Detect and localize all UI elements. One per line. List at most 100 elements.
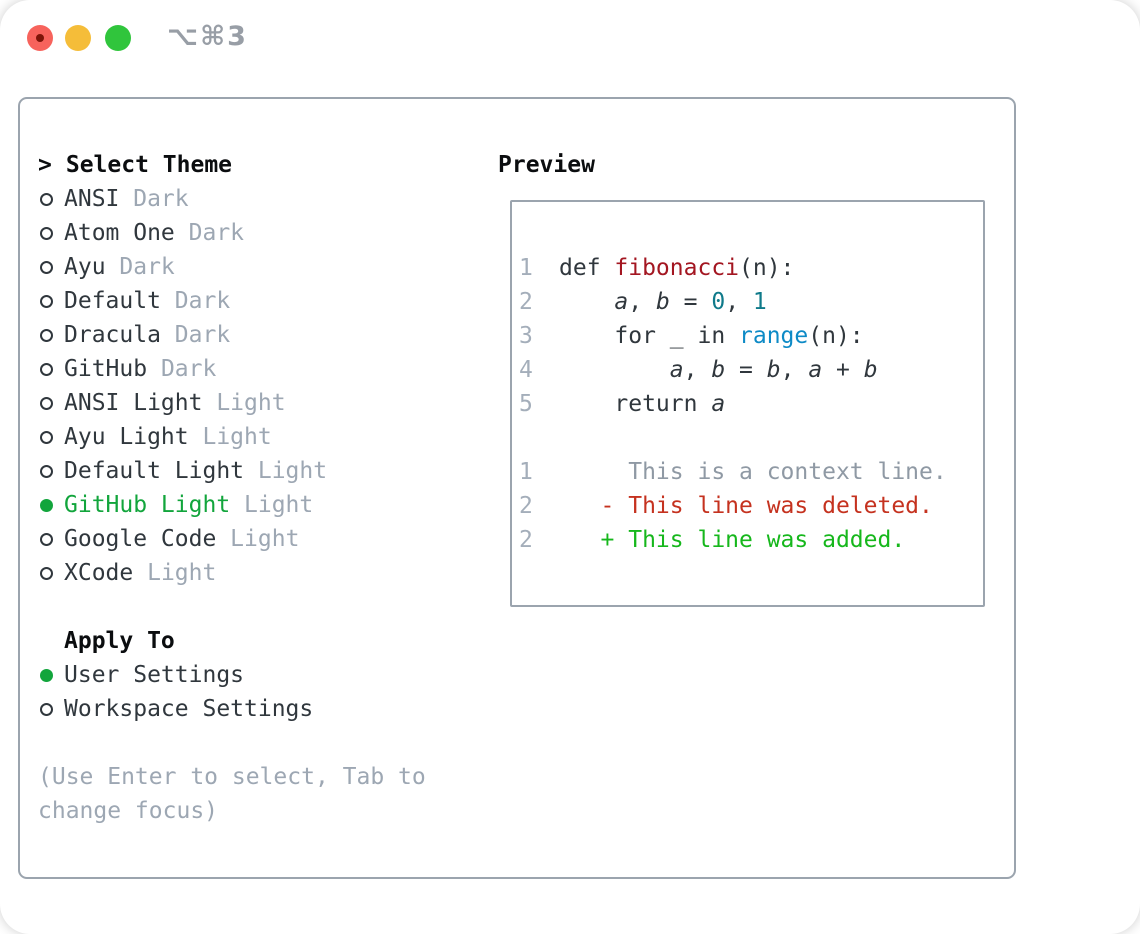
theme-variant: Light: [216, 526, 300, 552]
theme-name: Google Code: [64, 526, 217, 552]
token-text: =: [669, 289, 712, 315]
theme-option[interactable]: ANSI Dark: [38, 182, 478, 216]
apply-to-option[interactable]: User Settings: [38, 658, 478, 692]
radio-icon: [38, 226, 62, 240]
radio-icon: [38, 192, 62, 206]
theme-name: GitHub Light: [64, 492, 231, 518]
theme-variant: Dark: [147, 356, 217, 382]
help-text: (Use Enter to select, Tab to change focu…: [38, 760, 478, 828]
window-title: ⌥⌘3: [167, 21, 248, 52]
apply-to-label: Workspace Settings: [64, 696, 314, 722]
theme-option[interactable]: Default Dark: [38, 284, 478, 318]
theme-name: Default Light: [64, 458, 245, 484]
help-text-line2: change focus): [38, 798, 219, 824]
theme-variant: Dark: [119, 186, 189, 212]
radio-icon: [38, 396, 62, 410]
diff-text: This is a context line.: [559, 459, 947, 485]
diff-text: - This line was deleted.: [559, 493, 933, 519]
code-line: 3 for _ in range(n):: [519, 319, 983, 353]
theme-variant: Light: [202, 390, 286, 416]
radio-icon: [38, 566, 62, 580]
line-number: 2: [519, 527, 533, 553]
token-text: (n):: [808, 323, 864, 349]
select-theme-heading-label: Select Theme: [65, 152, 233, 178]
theme-option[interactable]: XCode Light: [38, 556, 478, 590]
diff-line-deleted: 2 - This line was deleted.: [519, 489, 983, 523]
token-var: b: [655, 289, 670, 315]
theme-variant: Dark: [160, 322, 231, 348]
theme-option[interactable]: Ayu Light Light: [38, 420, 478, 454]
theme-option[interactable]: ANSI Light Light: [38, 386, 478, 420]
theme-name: ANSI Light: [64, 390, 203, 416]
line-number: 2: [519, 493, 533, 519]
theme-name: Dracula: [64, 322, 161, 348]
theme-option[interactable]: Ayu Dark: [38, 250, 478, 284]
blank-line: [519, 421, 983, 455]
theme-option[interactable]: Google Code Light: [38, 522, 478, 556]
code-text: return a: [559, 391, 725, 417]
help-text-line1: (Use Enter to select, Tab to: [38, 764, 426, 790]
theme-option[interactable]: GitHub Light Light: [38, 488, 478, 522]
token-text: [559, 289, 614, 315]
title-bar: ⌥⌘3: [0, 0, 1140, 76]
token-num: 1: [752, 289, 767, 315]
preview-heading: Preview: [498, 152, 595, 178]
theme-variant: Light: [133, 560, 217, 586]
token-var: b: [766, 357, 781, 383]
diff-text: + This line was added.: [559, 527, 906, 553]
theme-option[interactable]: Default Light Light: [38, 454, 478, 488]
token-text: def: [559, 255, 615, 281]
token-num: 0: [711, 289, 726, 315]
code-line: 2 a, b = 0, 1: [519, 285, 983, 319]
theme-name: Ayu: [64, 254, 106, 280]
close-button[interactable]: [27, 25, 53, 51]
code-text: a, b = 0, 1: [559, 289, 767, 315]
theme-name: ANSI: [64, 186, 120, 212]
code-line: 1 def fibonacci(n):: [519, 251, 983, 285]
theme-option[interactable]: Atom One Dark: [38, 216, 478, 250]
theme-option[interactable]: GitHub Dark: [38, 352, 478, 386]
theme-option[interactable]: Dracula Dark: [38, 318, 478, 352]
select-theme-heading: >Select Theme: [38, 148, 478, 182]
code-text: a, b = b, a + b: [559, 357, 878, 383]
minimize-button[interactable]: [65, 25, 91, 51]
token-text: ,: [628, 289, 656, 315]
line-number: 3: [519, 323, 533, 349]
token-text: for _ in: [559, 323, 740, 349]
line-number: 2: [519, 289, 533, 315]
token-var: a: [808, 357, 823, 383]
code-line: 5 return a: [519, 387, 983, 421]
token-text: ,: [725, 289, 753, 315]
token-text: ,: [780, 357, 809, 383]
token-text: ,: [683, 357, 712, 383]
token-builtin: range: [739, 323, 809, 349]
apply-to-heading: Apply To: [64, 628, 175, 654]
line-number: 1: [519, 255, 533, 281]
theme-variant: Light: [244, 458, 328, 484]
theme-name: Default: [64, 288, 161, 314]
modified-dot-icon: [36, 34, 44, 42]
zoom-button[interactable]: [105, 25, 131, 51]
code-text: def fibonacci(n):: [559, 255, 794, 281]
token-var: b: [711, 357, 726, 383]
token-var: b: [863, 357, 878, 383]
token-var: a: [669, 357, 684, 383]
token-text: return: [559, 391, 712, 417]
code-line: 4 a, b = b, a + b: [519, 353, 983, 387]
radio-icon: [38, 498, 62, 512]
radio-icon: [38, 362, 62, 376]
line-number: 5: [519, 391, 533, 417]
apply-to-label: User Settings: [64, 662, 245, 688]
line-number: 1: [519, 459, 533, 485]
radio-icon: [38, 430, 62, 444]
theme-name: Ayu Light: [64, 424, 189, 450]
apply-to-option[interactable]: Workspace Settings: [38, 692, 478, 726]
radio-icon: [38, 532, 62, 546]
